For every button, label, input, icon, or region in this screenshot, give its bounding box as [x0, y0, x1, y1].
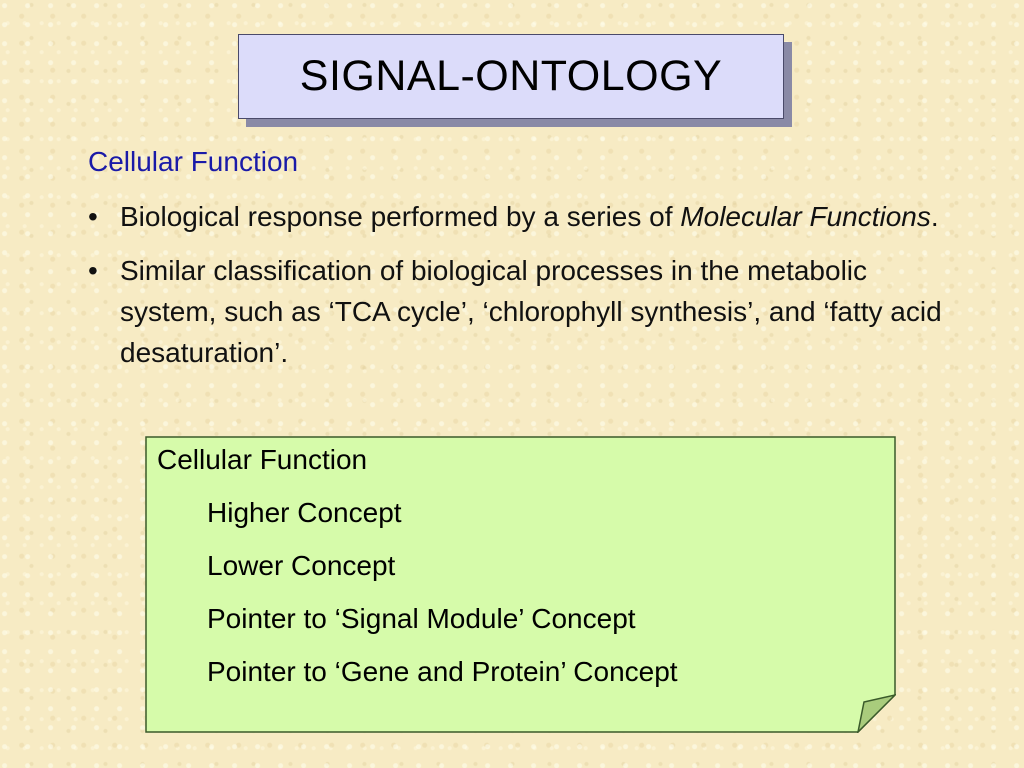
bullet-list: • Biological response performed by a ser… — [88, 196, 968, 386]
note-item: Lower Concept — [207, 550, 396, 581]
section-heading: Cellular Function — [88, 146, 299, 177]
bullet-text-end: . — [930, 201, 939, 232]
note-item: Higher Concept — [207, 497, 402, 528]
note-box: Cellular Function Higher Concept Lower C… — [145, 436, 896, 733]
bullet-item: • Similar classification of biological p… — [88, 250, 968, 373]
slide-title: SIGNAL-ONTOLOGY — [299, 52, 723, 100]
bullet-text: Biological response performed by a serie… — [120, 201, 681, 232]
bullet-marker: • — [88, 201, 98, 232]
note-item: Pointer to ‘Gene and Protein’ Concept — [207, 656, 678, 687]
note-shape — [145, 436, 896, 733]
note-item: Pointer to ‘Signal Module’ Concept — [207, 603, 636, 634]
title-box: SIGNAL-ONTOLOGY — [238, 34, 784, 119]
note-folded-corner — [857, 694, 896, 733]
bullet-text: Similar classification of biological pro… — [120, 255, 942, 368]
bullet-item: • Biological response performed by a ser… — [88, 196, 968, 237]
bullet-emphasis: Molecular Functions — [680, 201, 931, 232]
note-title: Cellular Function — [157, 444, 368, 475]
bullet-marker: • — [88, 255, 98, 286]
